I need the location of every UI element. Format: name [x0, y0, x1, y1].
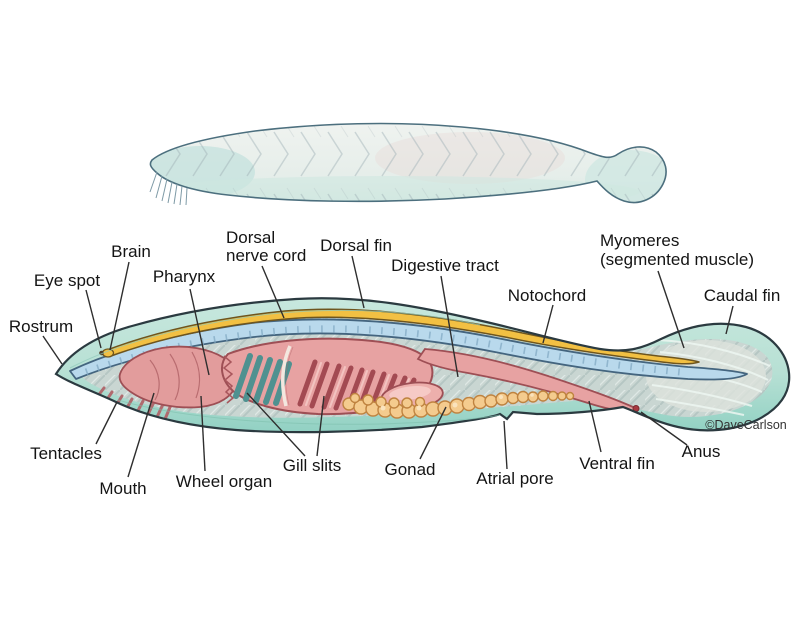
- label-notochord: Notochord: [508, 286, 586, 305]
- label-myomeres-line1: Myomeres: [600, 231, 679, 250]
- leader-brain: [109, 261, 130, 351]
- label-dorsal-nerve-cord-line1: Dorsal: [226, 228, 275, 247]
- label-mouth: Mouth: [99, 479, 146, 498]
- leader-gonad: [419, 406, 447, 460]
- leader-rostrum: [42, 335, 63, 365]
- leader-pharynx: [189, 288, 210, 376]
- label-rostrum: Rostrum: [9, 317, 73, 336]
- external-view-illustration: [149, 122, 667, 206]
- leader-anus: [640, 411, 688, 446]
- external-view-shading: [150, 123, 667, 203]
- label-tentacles: Tentacles: [30, 444, 102, 463]
- leader-ventral-fin: [588, 400, 602, 453]
- leader-gill-slits-2: [316, 395, 325, 457]
- label-myomeres-line2: (segmented muscle): [600, 250, 754, 269]
- leader-mouth: [127, 392, 155, 478]
- leader-dorsal-nerve-cord: [261, 265, 285, 319]
- dorsal-fin-inner-line: [69, 309, 481, 369]
- leader-caudal-fin: [725, 305, 734, 335]
- leader-tentacles: [95, 401, 118, 445]
- leader-eye-spot: [85, 289, 102, 349]
- leader-notochord: [542, 304, 554, 344]
- label-digestive-tract: Digestive tract: [391, 256, 499, 275]
- ventral-inner-line: [117, 399, 501, 425]
- label-eye-spot: Eye spot: [34, 271, 100, 290]
- leader-gill-slits-1: [246, 392, 306, 457]
- leader-myomeres: [657, 270, 685, 349]
- cutaway-view-illustration: [54, 297, 791, 434]
- digestive-tract-shape: [380, 348, 639, 413]
- leader-digestive-tract: [440, 275, 459, 378]
- label-pharynx: Pharynx: [153, 267, 216, 286]
- label-dorsal-nerve-cord-line2: nerve cord: [226, 246, 306, 265]
- label-atrial-pore: Atrial pore: [476, 469, 553, 488]
- leader-wheel-organ: [200, 395, 206, 472]
- label-gonad: Gonad: [384, 460, 435, 479]
- gonad-shape: [342, 390, 575, 419]
- label-ventral-fin: Ventral fin: [579, 454, 655, 473]
- label-brain: Brain: [111, 242, 151, 261]
- leader-lines: [42, 255, 734, 478]
- leader-atrial-pore: [503, 420, 508, 470]
- label-caudal-fin: Caudal fin: [704, 286, 781, 305]
- labels: Brain Eye spot Rostrum Pharynx Dorsal ne…: [9, 228, 787, 498]
- leader-dorsal-fin: [351, 255, 365, 309]
- artist-credit: ©DaveCarlson: [705, 418, 787, 432]
- label-anus: Anus: [682, 442, 721, 461]
- label-gill-slits: Gill slits: [283, 456, 342, 475]
- label-dorsal-fin: Dorsal fin: [320, 236, 392, 255]
- external-cirri: [149, 171, 188, 206]
- label-wheel-organ: Wheel organ: [176, 472, 272, 491]
- wheel-organ-shape: [222, 355, 235, 404]
- notochord-shape: [69, 318, 748, 381]
